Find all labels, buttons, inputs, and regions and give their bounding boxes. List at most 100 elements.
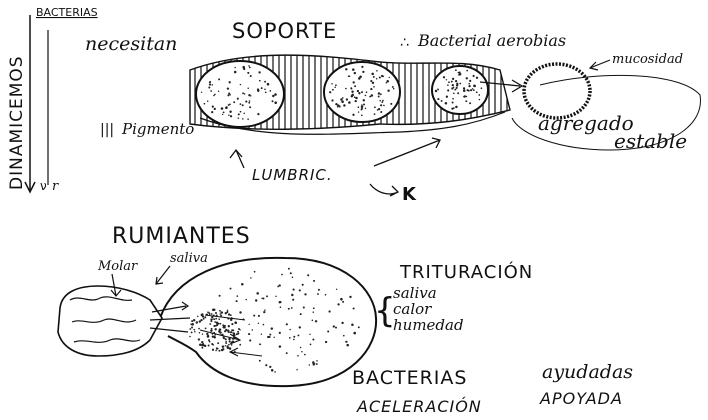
stipple-dot (289, 329, 290, 330)
lumbric-arrow-left (230, 150, 244, 168)
stipple-dot (217, 348, 219, 350)
apoyada-label: APOYADA (539, 389, 623, 408)
stipple-dot (341, 322, 343, 324)
stipple-dot (312, 320, 314, 322)
mucosidad-label: mucosidad (612, 52, 683, 67)
stipple-dot (370, 80, 372, 82)
lumbric-label: LUMBRIC. (252, 166, 333, 184)
stipple-dot (373, 76, 375, 78)
stipple-dot (215, 318, 217, 320)
stipple-dot (291, 294, 293, 296)
stipple-dot (240, 111, 242, 113)
stipple-dot (236, 333, 238, 335)
stipple-dot (201, 313, 203, 315)
stipple-dot (237, 331, 239, 333)
stipple-dot (229, 104, 231, 106)
stipple-dot (288, 268, 290, 270)
stipple-dot (331, 99, 333, 101)
stipple-dot (269, 90, 271, 92)
stipple-dot (390, 103, 392, 105)
stipple-dot (361, 91, 363, 93)
stipple-dot (191, 323, 194, 326)
stipple-dot (463, 87, 465, 89)
stipple-dot (261, 333, 262, 334)
stipple-dot (290, 272, 292, 274)
stipple-dot (371, 94, 374, 97)
stipple-dot (281, 274, 283, 276)
stipple-dot (279, 301, 281, 303)
stipple-dot (248, 65, 250, 67)
stipple-dot (296, 369, 297, 370)
stipple-dot (455, 106, 458, 109)
stipple-dot (452, 84, 454, 86)
stipple-dot (198, 328, 200, 330)
stipple-dot (221, 107, 224, 110)
stipple-dot (304, 293, 306, 295)
stipple-dot (280, 306, 282, 308)
stipple-dot (331, 83, 333, 85)
stipple-dot (209, 83, 211, 85)
stipple-dot (196, 321, 198, 323)
stipple-dot (345, 68, 347, 70)
stipple-dot (288, 308, 290, 310)
stipple-dot (253, 315, 255, 317)
stipple-dot (351, 324, 354, 327)
stipple-dot (366, 91, 368, 93)
stipple-dot (213, 95, 214, 96)
stipple-dot (302, 284, 304, 286)
stipple-dot (443, 76, 445, 78)
stipple-dot (211, 328, 213, 330)
stipple-dot (315, 320, 317, 322)
stipple-dot (191, 331, 193, 333)
stipple-dot (208, 86, 210, 88)
stipple-dot (333, 325, 335, 327)
stipple-dot (452, 98, 454, 100)
stipple-dot (446, 96, 448, 98)
stipple-dot (448, 81, 450, 83)
saliva-label: saliva (170, 251, 208, 266)
stipple-dot (382, 76, 384, 78)
dinamicemos-vertical-label: DINAMICEMOS (7, 55, 27, 190)
stipple-dot (220, 315, 222, 317)
stipple-dot (222, 345, 225, 348)
stipple-dot (258, 323, 259, 324)
stipple-dot (378, 108, 380, 110)
stipple-dot (216, 321, 219, 324)
stipple-dot (353, 332, 356, 335)
stipple-dot (313, 280, 315, 282)
pigmento-mark: ||| (100, 122, 114, 138)
stipple-dot (358, 111, 359, 112)
stipple-dot (358, 77, 361, 80)
stipple-dot (463, 96, 464, 97)
stipple-dot (469, 102, 471, 104)
stipple-dot (204, 316, 206, 318)
stipple-dot (468, 83, 470, 85)
stipple-dot (218, 78, 220, 80)
stipple-dot (336, 289, 337, 290)
stipple-dot (214, 108, 216, 110)
stipple-dot (198, 338, 200, 340)
stipple-dot (272, 100, 274, 102)
stipple-dot (316, 363, 318, 365)
stipple-dot (219, 313, 221, 315)
stipple-dot (264, 309, 265, 310)
stipple-dot (389, 77, 390, 78)
stipple-dot (211, 313, 213, 315)
stipple-dot (254, 271, 256, 273)
stipple-dot (335, 84, 337, 86)
stipple-dot (271, 369, 274, 372)
stipple-dot (303, 306, 305, 308)
factor-humedad: humedad (393, 316, 464, 334)
stipple-dot (224, 327, 226, 329)
stipple-dot (234, 321, 237, 324)
stipple-dot (335, 103, 337, 105)
stipple-dot (219, 328, 222, 331)
stipple-dot (247, 72, 249, 74)
stipple-dot (346, 341, 347, 342)
stipple-dot (241, 283, 244, 286)
stipple-dot (381, 101, 383, 103)
stipple-dot (345, 88, 347, 90)
stipple-dot (208, 312, 210, 314)
stipple-dot (310, 344, 312, 346)
stipple-dot (299, 326, 301, 328)
